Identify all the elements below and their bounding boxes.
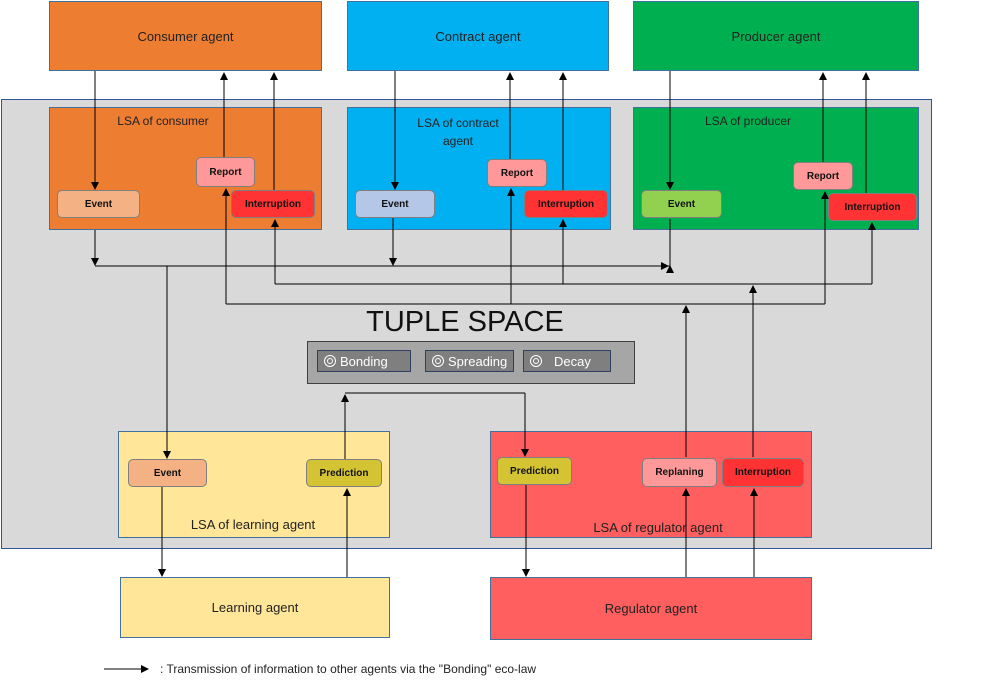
contract-event-pill[interactable]: Event: [355, 190, 435, 218]
eco-law-bonding[interactable]: Bonding: [317, 350, 411, 372]
tuple-space-title: TUPLE SPACE: [366, 306, 564, 338]
producer-event-pill[interactable]: Event: [641, 190, 722, 218]
eco-law-spreading-label: Spreading: [448, 353, 508, 369]
producer-agent[interactable]: Producer agent: [633, 1, 919, 71]
lsa-regulator-label: LSA of regulator agent: [593, 520, 723, 535]
producer-interruption-pill[interactable]: Interruption: [828, 193, 917, 221]
producer-report-pill[interactable]: Report: [793, 162, 853, 190]
contract-report-pill[interactable]: Report: [487, 159, 547, 187]
eco-law-decay-label: Decay: [554, 353, 591, 369]
producer-agent-label: Producer agent: [731, 28, 821, 44]
regulator-interruption-pill[interactable]: Interruption: [722, 458, 804, 487]
contract-interruption-pill[interactable]: Interruption: [524, 190, 608, 218]
lsa-learning-label: LSA of learning agent: [190, 517, 316, 532]
learning-agent[interactable]: Learning agent: [120, 577, 390, 638]
learning-prediction-pill[interactable]: Prediction: [306, 459, 382, 487]
consumer-interruption-pill[interactable]: Interruption: [231, 190, 315, 218]
learning-event-pill[interactable]: Event: [128, 459, 207, 487]
learning-agent-label: Learning agent: [211, 600, 299, 615]
lsa-consumer-label: LSA of consumer: [117, 114, 209, 128]
gear-icon: [530, 355, 542, 367]
consumer-agent-label: Consumer agent: [137, 28, 234, 44]
legend-text: : Transmission of information to other a…: [160, 662, 537, 676]
consumer-report-pill[interactable]: Report: [196, 157, 255, 187]
contract-agent-label: Contract agent: [435, 28, 521, 44]
eco-law-decay[interactable]: Decay: [523, 350, 611, 372]
contract-agent[interactable]: Contract agent: [347, 1, 609, 71]
lsa-contract-label: LSA of contract agent: [417, 116, 499, 148]
gear-icon: [432, 355, 444, 367]
consumer-event-pill[interactable]: Event: [57, 190, 140, 218]
regulator-replaning-pill[interactable]: Replaning: [642, 458, 717, 487]
regulator-agent-label: Regulator agent: [604, 601, 698, 616]
lsa-producer-label: LSA of producer: [704, 114, 792, 128]
eco-law-bonding-label: Bonding: [340, 353, 388, 369]
regulator-prediction-pill[interactable]: Prediction: [497, 457, 572, 485]
regulator-agent[interactable]: Regulator agent: [490, 577, 812, 640]
gear-icon: [324, 355, 336, 367]
consumer-agent[interactable]: Consumer agent: [49, 1, 322, 71]
eco-law-spreading[interactable]: Spreading: [425, 350, 514, 372]
